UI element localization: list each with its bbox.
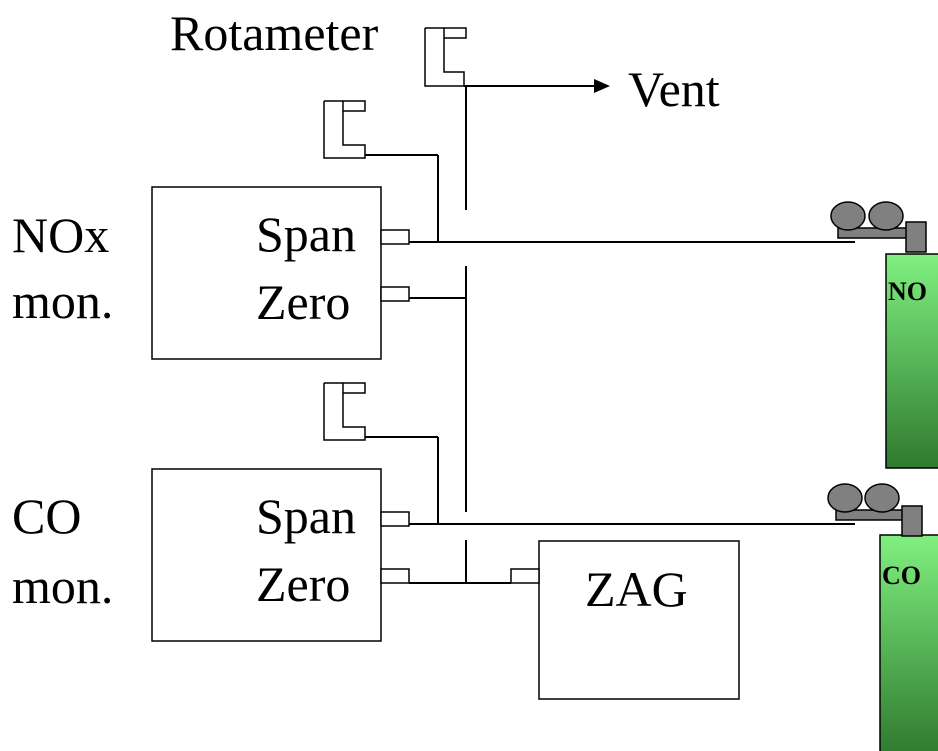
co-monitor-label-line1: CO [12,488,81,544]
co-span-label: Span [256,488,356,544]
rotameter-symbol-nox [323,100,366,159]
nox-zero-port [380,286,410,302]
co-span-port [380,511,410,527]
co-cylinder [879,534,938,751]
zag-port [510,568,540,584]
co-monitor-box [151,468,382,642]
co-zero-port [380,568,410,584]
nox-regulator [830,201,927,253]
piping [365,79,855,584]
nox-monitor-label-line1: NOx [12,207,109,263]
nox-monitor-label-line2: mon. [12,273,113,329]
rotameter-symbol-co [323,382,366,441]
co-zero-label: Zero [256,556,350,612]
co-monitor-label-line2: mon. [12,558,113,614]
nox-span-port [380,229,410,245]
co-regulator [827,483,923,537]
zag-label: ZAG [585,561,688,617]
vent-label: Vent [628,61,720,117]
nox-span-label: Span [256,206,356,262]
zag-box [538,540,740,700]
nox-monitor-box [151,186,382,360]
nox-cylinder-label: NO [888,277,927,306]
nox-cylinder [885,253,938,469]
rotameter-symbol-top [424,27,467,87]
nox-zero-label: Zero [256,274,350,330]
co-cylinder-label: CO [882,561,921,590]
rotameter-label: Rotameter [170,5,379,61]
